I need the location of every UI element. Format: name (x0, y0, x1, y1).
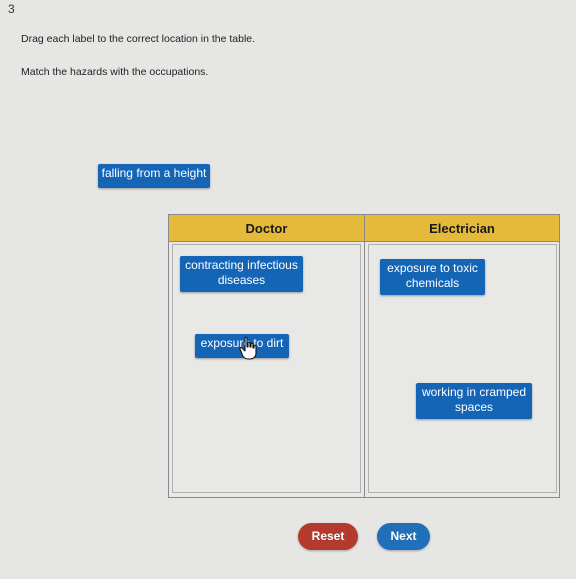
electrician-drop-zone[interactable] (368, 244, 557, 493)
label-contracting-infectious-diseases[interactable]: contracting infectious diseases (180, 256, 303, 292)
instruction-match: Match the hazards with the occupations. (21, 66, 209, 78)
question-number: 3 (8, 2, 15, 16)
column-divider (364, 242, 365, 497)
instruction-drag: Drag each label to the correct location … (21, 33, 256, 45)
column-header-doctor: Doctor (169, 215, 365, 242)
hand-pointer-icon (239, 336, 257, 360)
label-working-in-cramped-spaces[interactable]: working in cramped spaces (416, 383, 532, 419)
label-falling-from-height[interactable]: falling from a height (98, 164, 210, 188)
doctor-drop-zone[interactable] (172, 244, 361, 493)
label-exposure-to-toxic-chemicals[interactable]: exposure to toxic chemicals (380, 259, 485, 295)
column-header-electrician: Electrician (365, 215, 559, 242)
next-button[interactable]: Next (377, 523, 430, 550)
reset-button[interactable]: Reset (298, 523, 358, 550)
